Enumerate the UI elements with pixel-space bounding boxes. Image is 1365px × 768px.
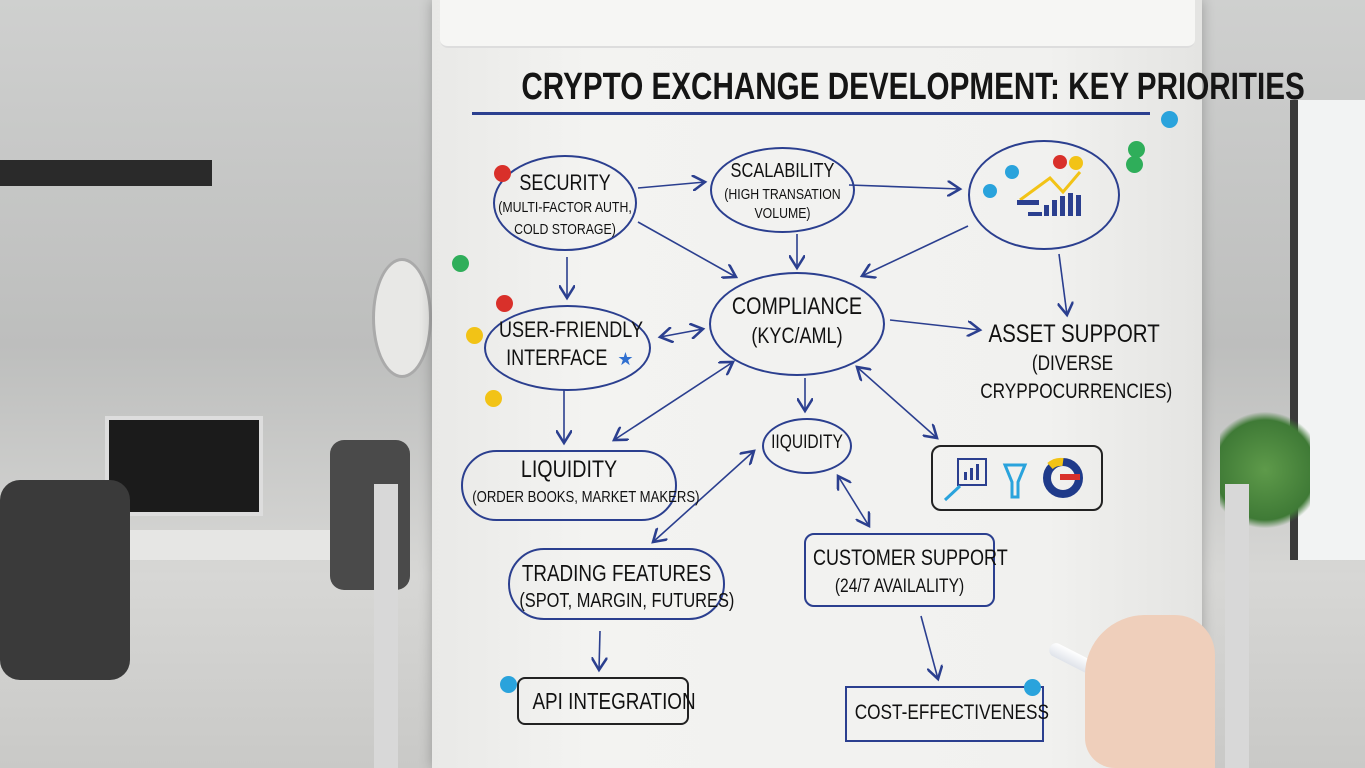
red-magnet bbox=[494, 165, 511, 182]
funnel-icon bbox=[1002, 463, 1028, 499]
user-friendly-label: USER-FRIENDLY bbox=[499, 317, 644, 342]
easel-leg bbox=[374, 484, 398, 768]
title-underline bbox=[472, 112, 1150, 115]
paper-roll-top bbox=[440, 0, 1195, 48]
security-detail: COLD STORAGE) bbox=[514, 221, 616, 238]
arrow bbox=[637, 182, 705, 188]
arrow bbox=[637, 221, 736, 277]
compliance-detail: (KYC/AML) bbox=[751, 323, 843, 348]
scalability-label: SCALABILITY bbox=[730, 160, 835, 182]
cost-effectiveness-node bbox=[845, 686, 1044, 742]
cost-effectiveness-label: COST-EFFECTIVENESS bbox=[854, 701, 1049, 724]
wall-clock bbox=[372, 258, 432, 378]
ceiling-light bbox=[0, 160, 212, 186]
trading-features-label: TRADING FEATURES bbox=[521, 560, 712, 586]
yellow-magnet bbox=[485, 390, 502, 407]
user-friendly-label: INTERFACE bbox=[506, 345, 608, 370]
customer-support-label: CUSTOMER SUPPORT bbox=[812, 545, 1008, 570]
tools-icons-box bbox=[931, 445, 1103, 511]
office-chair bbox=[0, 480, 130, 680]
asset-support-detail: (DIVERSE bbox=[1031, 352, 1114, 375]
arrow bbox=[653, 451, 754, 542]
asset-support-detail: CRYPPOCURRENCIES) bbox=[980, 380, 1173, 403]
security-node bbox=[493, 155, 637, 251]
liquidity-label: LIQUIDITY bbox=[520, 456, 618, 483]
arrow bbox=[660, 329, 703, 337]
customer-support-node bbox=[804, 533, 995, 607]
blue-magnet bbox=[1024, 679, 1041, 696]
monitor bbox=[105, 416, 263, 516]
iiquidity-node bbox=[762, 418, 852, 474]
customer-support-detail: (24/7 AVAILALITY) bbox=[834, 576, 965, 597]
pie-ring-icon bbox=[1043, 457, 1083, 498]
green-magnet bbox=[1128, 141, 1145, 158]
compliance-node bbox=[709, 272, 885, 376]
star-icon: ★ bbox=[617, 349, 634, 369]
blue-magnet bbox=[500, 676, 517, 693]
security-label: SECURITY bbox=[519, 170, 611, 195]
hand bbox=[1085, 615, 1215, 768]
green-magnet bbox=[452, 255, 469, 272]
blue-magnet bbox=[1161, 111, 1178, 128]
asset-support-label: ASSET SUPPORT bbox=[988, 320, 1160, 348]
trading-features-detail: (SPOT, MARGIN, FUTURES) bbox=[519, 590, 735, 612]
market-chart-node bbox=[968, 140, 1120, 250]
arrow bbox=[862, 225, 969, 276]
office-background bbox=[0, 0, 432, 768]
arrow bbox=[838, 476, 869, 526]
arrow bbox=[920, 615, 938, 679]
scalability-detail: VOLUME) bbox=[754, 205, 811, 222]
arrow bbox=[889, 319, 980, 330]
user-friendly-node bbox=[484, 305, 651, 391]
arrow bbox=[614, 362, 733, 440]
api-integration-node bbox=[517, 677, 689, 725]
liquidity-detail: (ORDER BOOKS, MARKET MAKERS) bbox=[472, 489, 700, 506]
red-magnet bbox=[496, 295, 513, 312]
analytics-icon bbox=[943, 458, 987, 502]
compliance-label: COMPLIANCE bbox=[731, 293, 863, 320]
security-detail: (MULTI-FACTOR AUTH, bbox=[498, 199, 632, 216]
green-magnet bbox=[1126, 156, 1143, 173]
scalability-node bbox=[710, 147, 855, 233]
api-integration-label: API INTEGRATION bbox=[532, 688, 696, 714]
scalability-detail: (HIGH TRANSATION bbox=[724, 186, 841, 203]
arrow bbox=[1059, 253, 1067, 315]
arrow bbox=[599, 630, 600, 670]
arrow bbox=[857, 367, 937, 438]
liquidity-node bbox=[461, 450, 677, 521]
easel-leg bbox=[1225, 484, 1249, 768]
yellow-magnet bbox=[466, 327, 483, 344]
arrow bbox=[848, 185, 960, 189]
user-friendly-label-row: INTERFACE ★ bbox=[484, 345, 651, 370]
trading-features-node bbox=[508, 548, 725, 620]
iiquidity-label: IIQUIDITY bbox=[771, 432, 843, 453]
